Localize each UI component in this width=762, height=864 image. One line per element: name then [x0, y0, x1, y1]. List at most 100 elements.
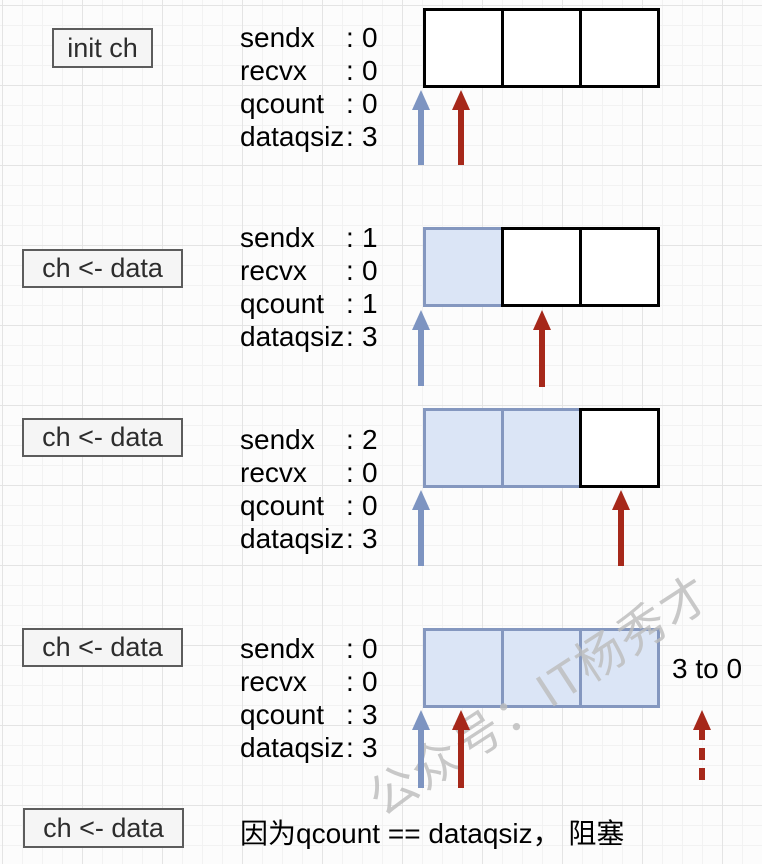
buffer-slot-1 — [501, 8, 582, 88]
field-value: 1 — [362, 222, 378, 253]
field-separator: : — [346, 88, 354, 119]
field-value: 3 — [362, 699, 378, 730]
field-value: 1 — [362, 288, 378, 319]
buffer-slot-1 — [501, 408, 582, 488]
channel-buffer-step3 — [423, 408, 660, 488]
step-label-send4: ch <- data — [23, 808, 184, 848]
field-name: qcount — [240, 88, 325, 119]
sendx-pointer-arrow — [452, 90, 470, 165]
field-value: 2 — [362, 424, 378, 455]
field-separator: : — [346, 121, 354, 152]
field-value: 0 — [362, 255, 378, 286]
field-name: qcount — [240, 490, 325, 521]
field-separator: : — [346, 633, 354, 664]
field-value: 3 — [362, 321, 378, 352]
field-dataqsiz: dataqsiz : 3 — [240, 522, 378, 555]
channel-buffer-step4 — [423, 628, 660, 708]
field-qcount: qcount : 0 — [240, 489, 378, 522]
field-value: 0 — [362, 457, 378, 488]
field-qcount: qcount : 1 — [240, 287, 378, 320]
field-recvx: recvx : 0 — [240, 456, 378, 489]
buffer-slot-1 — [501, 227, 582, 307]
chan-state-step4: sendx : 0 recvx : 0 qcount : 3 dataqsiz … — [240, 632, 378, 764]
channel-buffer-step2 — [423, 227, 660, 307]
field-recvx: recvx : 0 — [240, 254, 378, 287]
field-separator: : — [346, 523, 354, 554]
chan-state-step1: sendx : 0 recvx : 0 qcount : 0 dataqsiz … — [240, 21, 378, 153]
chan-state-step3: sendx : 2 recvx : 0 qcount : 0 dataqsiz … — [240, 423, 378, 555]
buffer-slot-2 — [579, 628, 660, 708]
channel-buffer-step1 — [423, 8, 660, 88]
field-name: dataqsiz — [240, 523, 345, 554]
step-label-send2: ch <- data — [22, 418, 183, 457]
field-separator: : — [346, 666, 354, 697]
field-sendx: sendx : 0 — [240, 632, 378, 665]
field-dataqsiz: dataqsiz : 3 — [240, 120, 378, 153]
field-separator: : — [346, 288, 354, 319]
field-name: sendx — [240, 222, 315, 253]
field-name: dataqsiz — [240, 121, 345, 152]
field-value: 0 — [362, 22, 378, 53]
sendx-wrap-arrow — [693, 710, 711, 786]
field-qcount: qcount : 3 — [240, 698, 378, 731]
recvx-pointer-arrow — [412, 90, 430, 165]
field-name: recvx — [240, 666, 307, 697]
step-label-send3: ch <- data — [22, 628, 183, 667]
field-value: 0 — [362, 55, 378, 86]
field-dataqsiz: dataqsiz : 3 — [240, 320, 378, 353]
field-name: qcount — [240, 288, 325, 319]
buffer-slot-2 — [579, 8, 660, 88]
field-separator: : — [346, 732, 354, 763]
field-name: recvx — [240, 255, 307, 286]
field-qcount: qcount : 0 — [240, 87, 378, 120]
field-separator: : — [346, 490, 354, 521]
sendx-pointer-arrow — [533, 310, 551, 387]
block-reason-note: 因为qcount == dataqsiz， 阻塞 — [240, 818, 625, 849]
field-value: 0 — [362, 633, 378, 664]
sendx-pointer-arrow — [612, 490, 630, 566]
recvx-pointer-arrow — [412, 710, 430, 788]
field-name: dataqsiz — [240, 732, 345, 763]
sendx-pointer-arrow — [452, 710, 470, 788]
field-separator: : — [346, 321, 354, 352]
field-separator: : — [346, 55, 354, 86]
field-recvx: recvx : 0 — [240, 54, 378, 87]
step-label-send1: ch <- data — [22, 249, 183, 288]
field-separator: : — [346, 424, 354, 455]
field-separator: : — [346, 222, 354, 253]
field-separator: : — [346, 457, 354, 488]
field-sendx: sendx : 0 — [240, 21, 378, 54]
field-name: recvx — [240, 55, 307, 86]
recvx-pointer-arrow — [412, 310, 430, 386]
buffer-slot-0 — [423, 227, 504, 307]
field-dataqsiz: dataqsiz : 3 — [240, 731, 378, 764]
field-name: sendx — [240, 633, 315, 664]
buffer-slot-0 — [423, 8, 504, 88]
field-value: 3 — [362, 121, 378, 152]
field-sendx: sendx : 2 — [240, 423, 378, 456]
field-separator: : — [346, 255, 354, 286]
field-value: 3 — [362, 523, 378, 554]
field-recvx: recvx : 0 — [240, 665, 378, 698]
field-name: dataqsiz — [240, 321, 345, 352]
recvx-pointer-arrow — [412, 490, 430, 566]
field-separator: : — [346, 22, 354, 53]
field-value: 0 — [362, 88, 378, 119]
field-value: 0 — [362, 490, 378, 521]
field-name: qcount — [240, 699, 325, 730]
field-separator: : — [346, 699, 354, 730]
buffer-slot-0 — [423, 408, 504, 488]
field-name: sendx — [240, 424, 315, 455]
buffer-slot-0 — [423, 628, 504, 708]
buffer-slot-2 — [579, 227, 660, 307]
field-sendx: sendx : 1 — [240, 221, 378, 254]
field-value: 0 — [362, 666, 378, 697]
field-name: recvx — [240, 457, 307, 488]
field-value: 3 — [362, 732, 378, 763]
field-name: sendx — [240, 22, 315, 53]
chan-state-step2: sendx : 1 recvx : 0 qcount : 1 dataqsiz … — [240, 221, 378, 353]
step-label-init: init ch — [52, 28, 153, 68]
buffer-slot-2 — [579, 408, 660, 488]
buffer-slot-1 — [501, 628, 582, 708]
